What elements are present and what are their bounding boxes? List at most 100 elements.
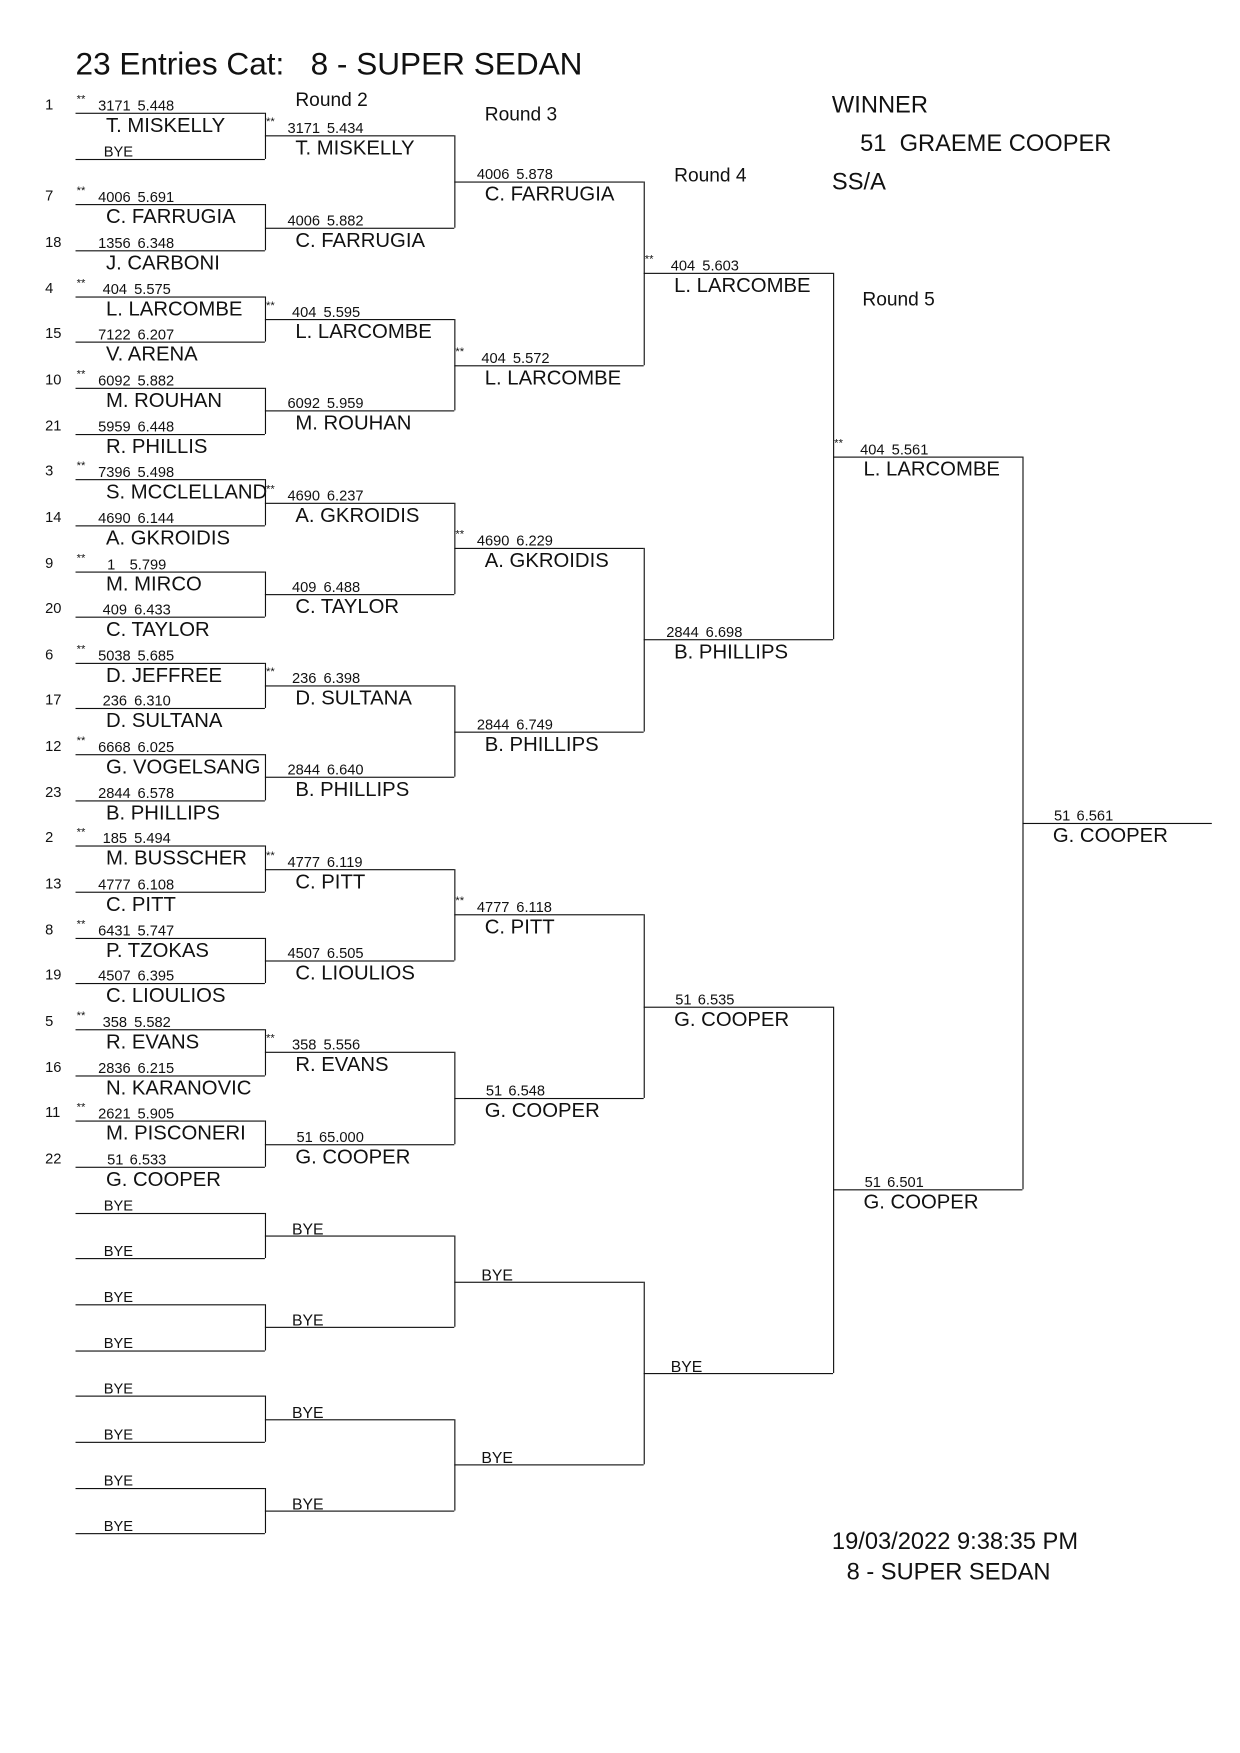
driver-name: M. ROUHAN xyxy=(105,388,223,412)
qualifier-marker: ** xyxy=(644,253,654,267)
seed-number: 4 xyxy=(45,279,54,297)
elapsed-time: 6.535 xyxy=(697,990,735,1008)
bracket-connector xyxy=(264,754,267,801)
bracket-line xyxy=(264,1143,455,1145)
qualifier-marker: ** xyxy=(76,826,86,840)
seed-number: 13 xyxy=(45,874,62,892)
driver-name: R. PHILLIS xyxy=(105,434,208,458)
elapsed-time: 6.207 xyxy=(137,326,175,343)
bracket-line xyxy=(264,960,455,962)
bracket-line xyxy=(264,1052,455,1054)
bracket-line xyxy=(75,1166,265,1168)
elapsed-time: 5.691 xyxy=(137,188,175,206)
seed-number: 23 xyxy=(45,783,62,801)
elapsed-time: 5.603 xyxy=(702,257,739,275)
driver-name: C. FARRUGIA xyxy=(295,228,425,251)
bracket-line xyxy=(643,1372,834,1375)
bracket-line xyxy=(75,1395,265,1397)
car-number: 7122 xyxy=(98,326,131,343)
bracket-line xyxy=(454,548,644,550)
car-number: 2844 xyxy=(476,715,510,733)
driver-name: G. COOPER xyxy=(295,1144,411,1168)
bracket-line xyxy=(75,983,265,985)
bracket-connector xyxy=(264,296,267,342)
driver-name: C. PITT xyxy=(484,915,555,939)
elapsed-time: 5.685 xyxy=(137,646,175,664)
car-number: 2836 xyxy=(98,1059,131,1077)
bracket-line xyxy=(264,593,455,595)
bracket-line xyxy=(454,364,644,366)
qualifier-marker: ** xyxy=(834,437,843,450)
bracket-line xyxy=(75,1487,265,1489)
driver-name: D. SULTANA xyxy=(295,686,412,710)
bracket-line xyxy=(75,845,265,848)
car-number: 404 xyxy=(670,257,696,275)
car-number: 4777 xyxy=(476,898,510,916)
bracket-line xyxy=(75,296,265,298)
bracket-line xyxy=(75,433,265,435)
bracket-line xyxy=(75,937,265,939)
driver-name: A. GKROIDIS xyxy=(295,503,420,526)
seed-number: 18 xyxy=(45,233,62,251)
bracket-line xyxy=(75,479,265,481)
car-number: 358 xyxy=(291,1036,317,1054)
qualifier-marker: ** xyxy=(76,93,86,106)
car-number: 4507 xyxy=(287,944,321,962)
bye-label: BYE xyxy=(481,1265,513,1284)
bye-label: BYE xyxy=(103,142,134,160)
bracket-line xyxy=(264,1327,455,1329)
car-number: 3171 xyxy=(287,119,321,137)
driver-name: M. BUSSCHER xyxy=(105,847,247,870)
bracket-connector xyxy=(264,845,267,892)
bracket-line xyxy=(264,135,455,137)
driver-name: G. COOPER xyxy=(1052,824,1168,847)
qualifier-marker: ** xyxy=(266,299,275,313)
seed-number: 16 xyxy=(45,1058,62,1076)
driver-name: C. PITT xyxy=(295,869,366,893)
bracket-line xyxy=(75,662,265,664)
car-number: 2844 xyxy=(287,761,321,779)
bracket-line xyxy=(833,1189,1023,1191)
car-number: 5038 xyxy=(98,646,131,664)
seed-number: 1 xyxy=(45,95,54,113)
round-5-label: Round 5 xyxy=(862,288,935,310)
car-number: 4507 xyxy=(98,967,131,985)
qualifier-marker: ** xyxy=(76,643,86,656)
elapsed-time: 6.749 xyxy=(516,715,553,733)
car-number: 236 xyxy=(102,692,128,710)
bye-label: BYE xyxy=(670,1357,703,1376)
bracket-line xyxy=(75,112,265,114)
car-number: 1356 xyxy=(98,234,131,252)
bracket-line xyxy=(75,1075,265,1077)
bracket-connector xyxy=(454,135,456,228)
qualifier-marker: ** xyxy=(76,1010,86,1023)
bye-label: BYE xyxy=(103,1242,134,1260)
winner-class: SS/A xyxy=(831,169,886,196)
seed-number: 14 xyxy=(45,508,62,526)
bracket-line xyxy=(264,1418,455,1420)
driver-name: R. EVANS xyxy=(295,1053,389,1076)
car-number: 51 xyxy=(485,1082,503,1100)
qualifier-marker: ** xyxy=(455,345,465,358)
elapsed-time: 5.448 xyxy=(137,96,175,114)
bracket-line xyxy=(643,639,834,641)
bye-label: BYE xyxy=(103,1517,134,1535)
bracket-line xyxy=(75,570,265,573)
car-number: 1 xyxy=(107,555,116,573)
elapsed-time: 5.582 xyxy=(134,1013,171,1031)
bracket-line xyxy=(75,1258,265,1260)
bracket-line xyxy=(454,1464,644,1466)
car-number: 404 xyxy=(860,440,885,458)
car-number: 51 xyxy=(864,1173,881,1191)
bracket-connector xyxy=(264,479,267,526)
elapsed-time: 6.578 xyxy=(137,784,175,802)
qualifier-marker: ** xyxy=(76,735,86,748)
bracket-line xyxy=(75,1029,265,1031)
bracket-line xyxy=(75,387,265,389)
driver-name: T. MISKELLY xyxy=(295,136,415,160)
driver-name: L. LARCOMBE xyxy=(674,274,811,297)
bracket-line xyxy=(264,410,455,412)
driver-name: D. JEFFREE xyxy=(105,663,223,687)
car-number: 6092 xyxy=(98,371,131,389)
car-number: 3171 xyxy=(98,96,131,114)
